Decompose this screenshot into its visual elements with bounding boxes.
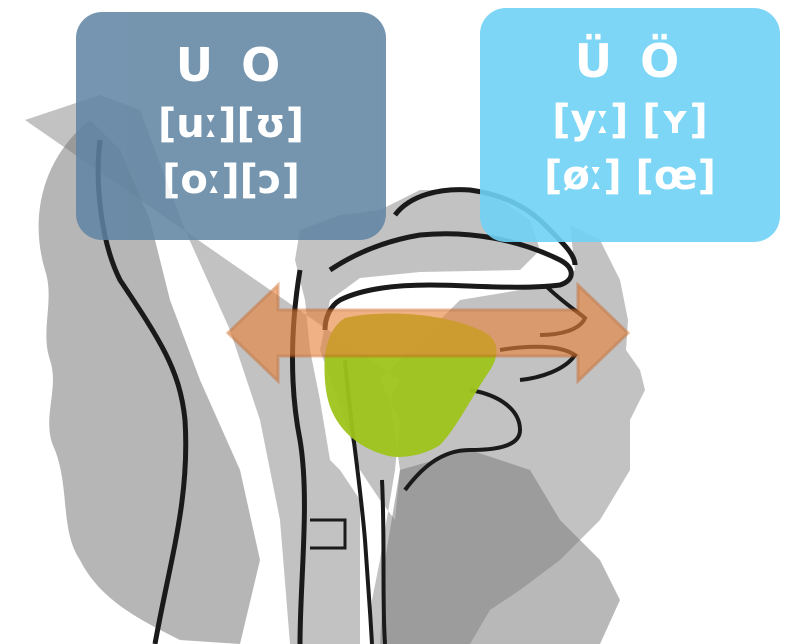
front-vowels-title: Ü Ö [480, 38, 780, 84]
back-vowels-line-u: [uː][ʊ] [76, 104, 386, 144]
front-rounded-vowels-box: Ü Ö [yː] [ʏ] [øː] [œ] [480, 8, 780, 242]
front-vowels-line-oe: [øː] [œ] [480, 156, 780, 196]
back-rounded-vowels-box: U O [uː][ʊ] [oː][ɔ] [76, 12, 386, 240]
back-vowels-line-o: [oː][ɔ] [76, 160, 386, 200]
trachea-line [382, 480, 385, 644]
front-vowels-line-y: [yː] [ʏ] [480, 100, 780, 140]
back-vowels-title: U O [76, 42, 386, 88]
